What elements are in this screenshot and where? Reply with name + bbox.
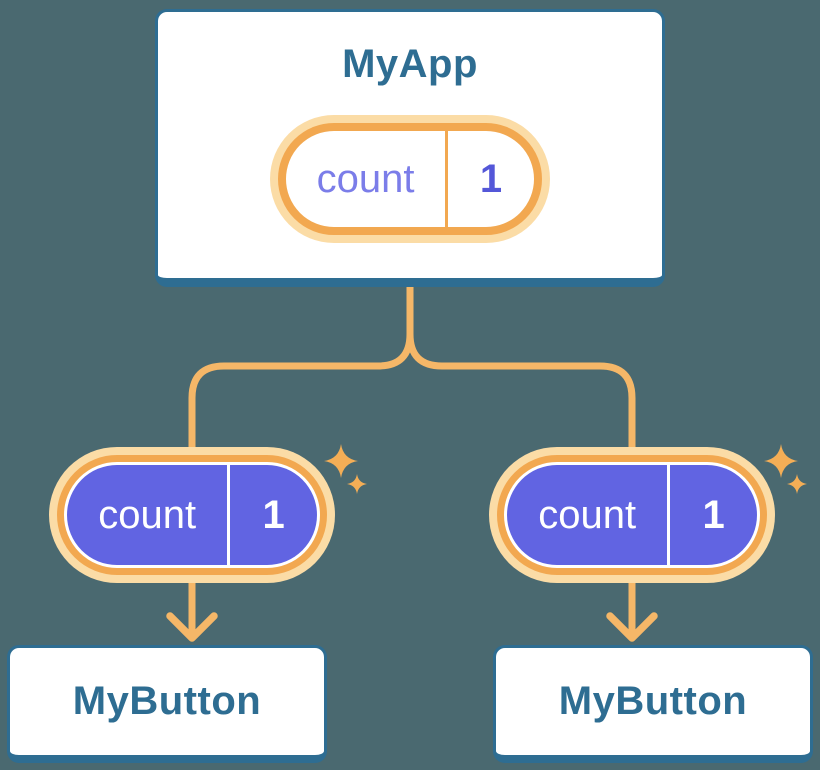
- state-value: 1: [445, 131, 534, 227]
- sparkle-icon: [324, 444, 358, 478]
- arrow-down-icon: [166, 612, 218, 642]
- prop-key: count: [98, 493, 197, 537]
- props-pill-left: count 1: [57, 455, 327, 575]
- state-pill: count 1: [278, 123, 542, 235]
- sparkle-icon: [787, 474, 807, 494]
- mybutton-card-left: MyButton: [7, 645, 327, 763]
- mybutton-title: MyButton: [72, 679, 262, 723]
- arrow-down-icon: [606, 612, 658, 642]
- mybutton-card-right: MyButton: [493, 645, 813, 763]
- prop-value: 1: [667, 465, 757, 565]
- sparkle-icon: [347, 474, 367, 494]
- prop-key: count: [538, 493, 637, 537]
- state-pill-body: count 1: [286, 131, 534, 227]
- state-key: count: [316, 157, 415, 201]
- props-pill-right: count 1: [497, 455, 767, 575]
- connector-line-right: [406, 281, 636, 634]
- prop-value: 1: [227, 465, 317, 565]
- myapp-title: MyApp: [342, 42, 478, 86]
- mybutton-title: MyButton: [558, 679, 748, 723]
- props-pill-body: count 1: [507, 465, 757, 565]
- props-pill-body: count 1: [67, 465, 317, 565]
- myapp-card: MyApp: [155, 9, 665, 287]
- sparkle-icon: [764, 444, 798, 478]
